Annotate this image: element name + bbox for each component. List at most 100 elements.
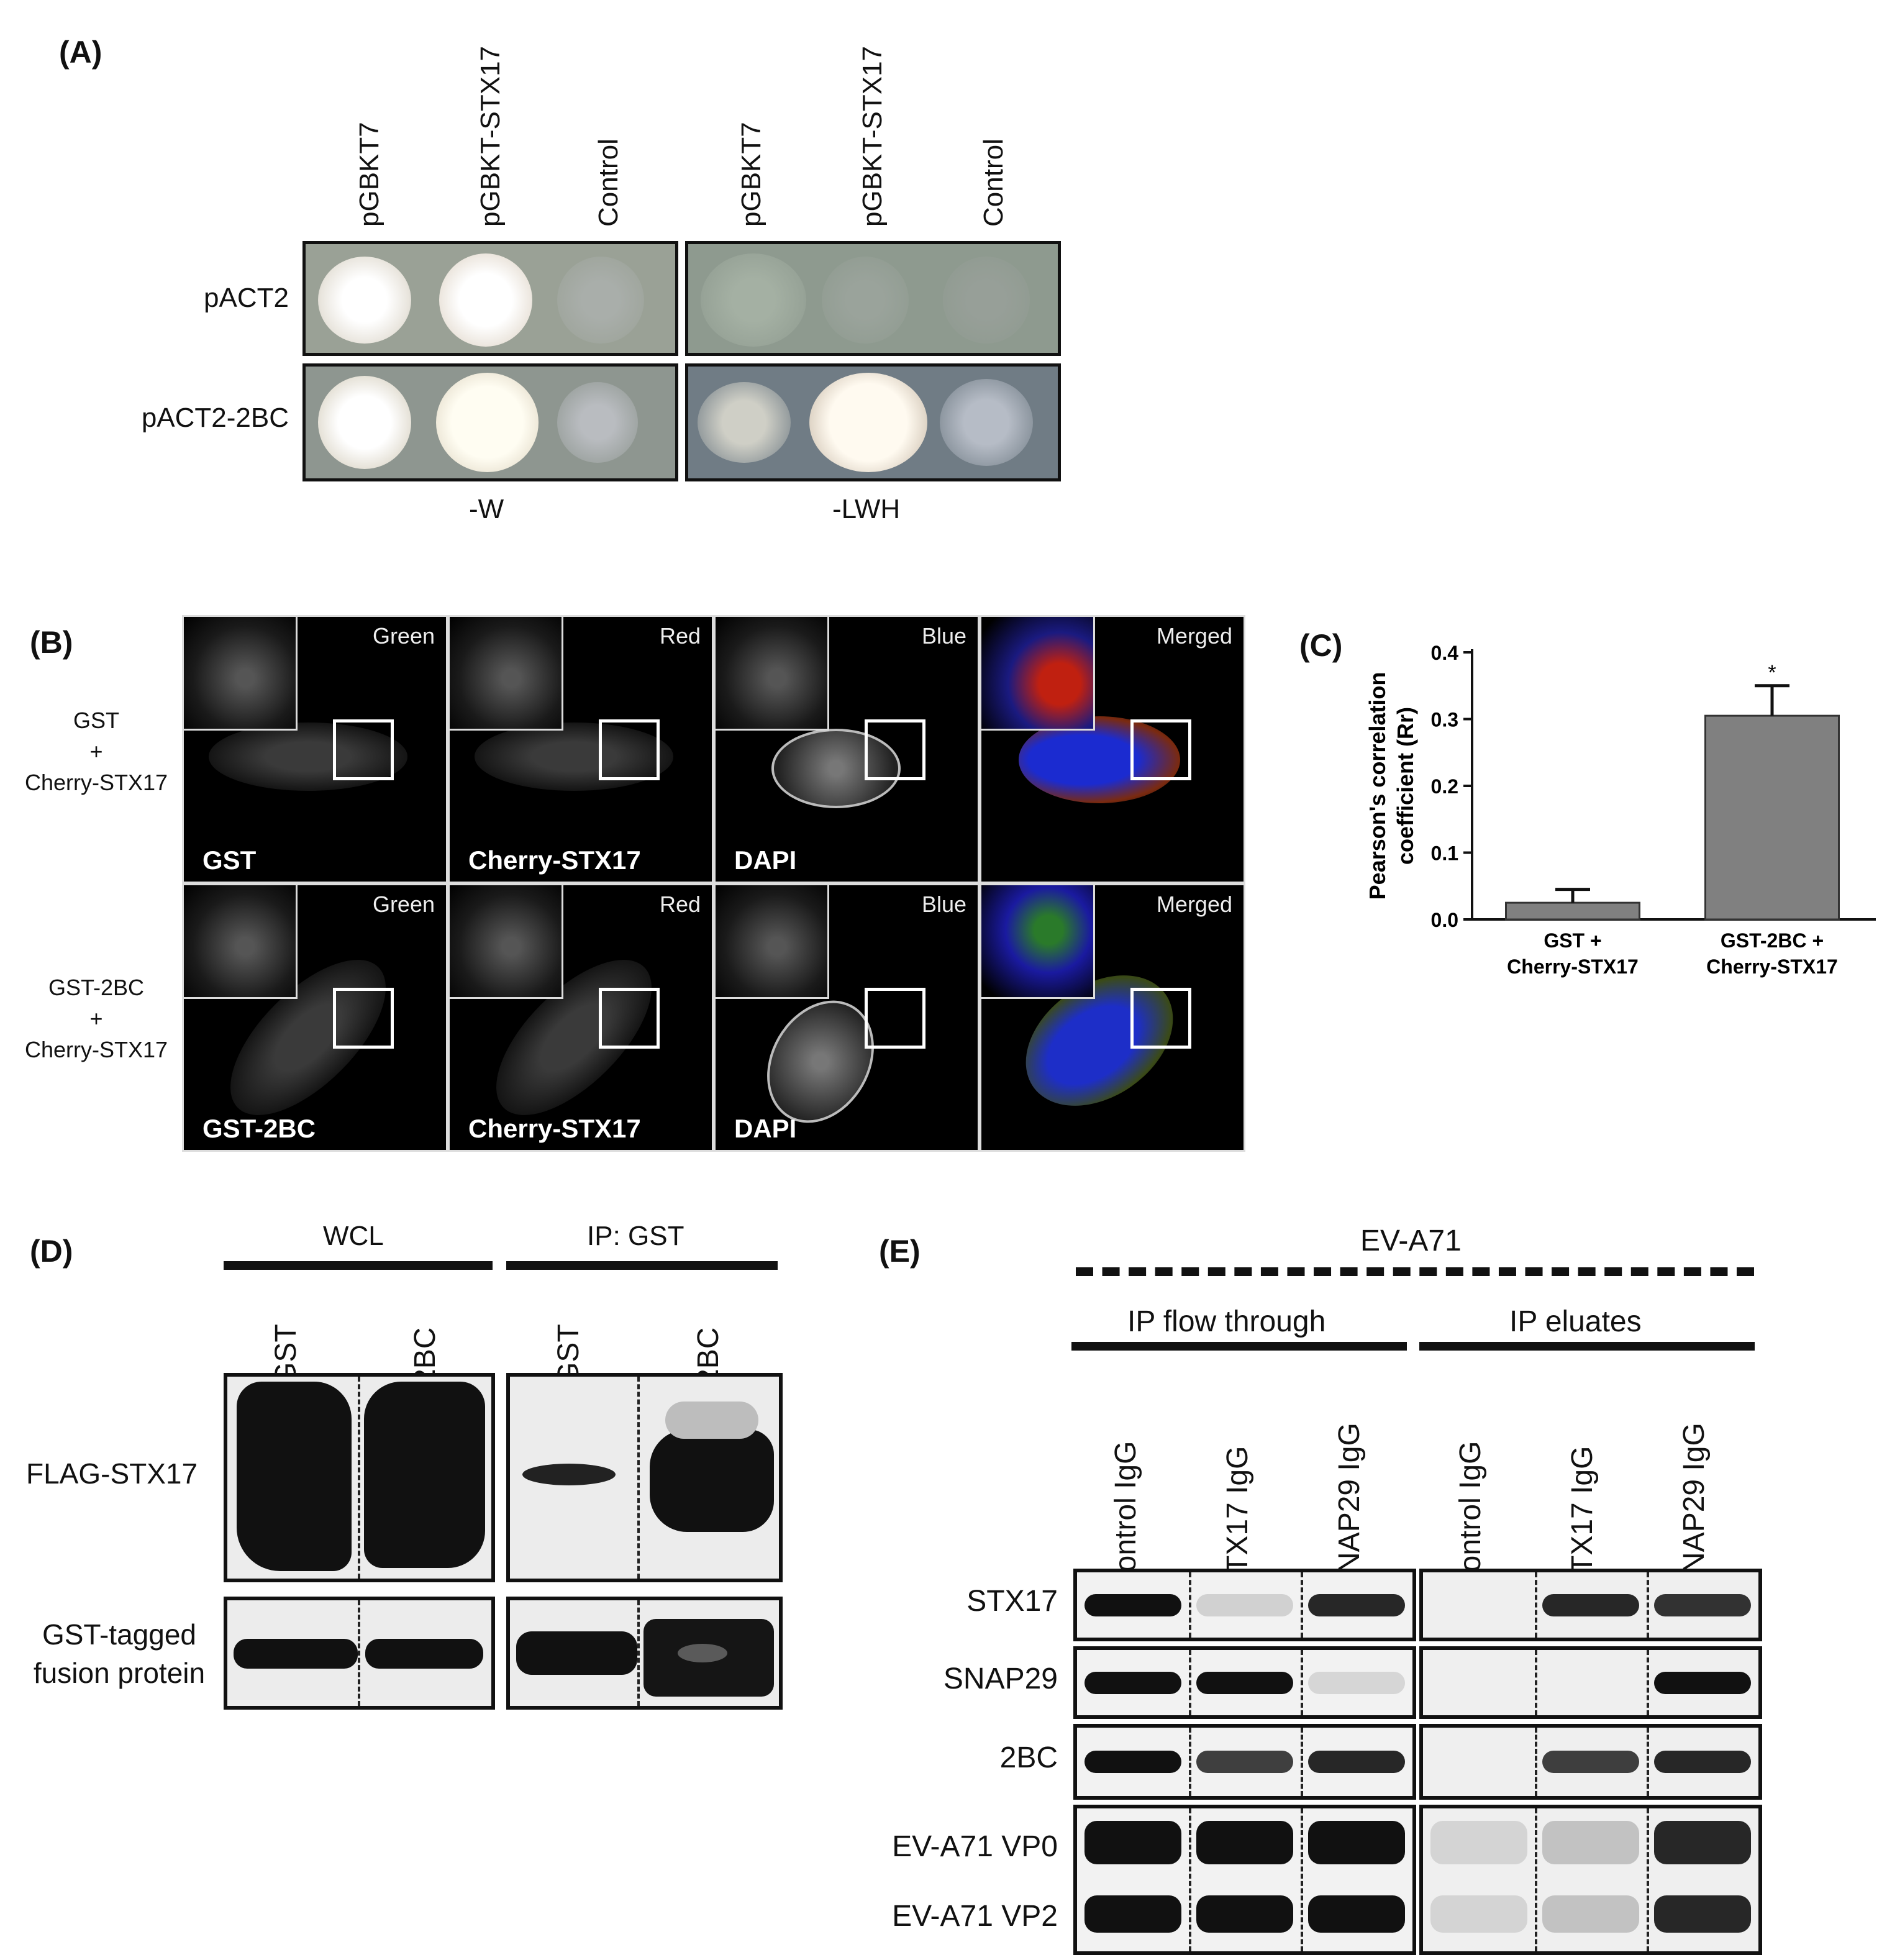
virus-dashed-bar: [1076, 1267, 1754, 1276]
blot-row-label: EV-A71 VP2: [892, 1900, 1058, 1933]
region-of-interest-box: [333, 719, 394, 780]
blot-row-label: EV-A71 VP0: [892, 1830, 1058, 1863]
column-label: pGBKT-STX17: [475, 45, 506, 227]
lane-divider: [1301, 1650, 1303, 1715]
lane-divider: [1647, 1728, 1649, 1796]
blot-ip-flag: [506, 1373, 783, 1582]
y-tick-label: 0.0: [1431, 909, 1458, 931]
protein-band: [1084, 1751, 1181, 1773]
group-label: IP: GST: [587, 1221, 684, 1251]
blot-e-flow-row2: [1073, 1646, 1416, 1719]
protein-band: [1430, 1895, 1527, 1933]
channel-label: Green: [372, 891, 435, 917]
lane-label: SNAP29 IgG: [1333, 1423, 1366, 1593]
protein-band: [1084, 1895, 1181, 1933]
region-of-interest-box: [1130, 988, 1191, 1049]
blot-row-line: GST-tagged: [42, 1618, 197, 1651]
zoom-inset: [716, 617, 829, 731]
protein-band: [1084, 1821, 1181, 1864]
blot-e-flow-row4: [1073, 1805, 1416, 1955]
region-of-interest-box: [333, 988, 394, 1049]
protein-band: [1196, 1895, 1293, 1933]
y-tick-label: 0.2: [1431, 775, 1458, 798]
group-label: WCL: [323, 1221, 384, 1251]
plate-w-row2: [302, 363, 678, 481]
condition-line: GST-2BC: [48, 975, 145, 1000]
group-bar: [1071, 1342, 1407, 1351]
zoom-inset: [450, 885, 563, 999]
y-tick-label: 0.3: [1431, 709, 1458, 731]
group-bar: [506, 1261, 778, 1270]
bar: [1704, 714, 1840, 921]
stain-label: Cherry-STX17: [468, 846, 641, 875]
column-label: pGBKT7: [354, 122, 384, 227]
panel-c-label: (C): [1299, 628, 1343, 663]
blot-e-flow-row1: [1073, 1569, 1416, 1641]
protein-band: [1308, 1751, 1405, 1773]
row-condition-label: GST + Cherry-STX17: [19, 705, 174, 798]
channel-label: Merged: [1156, 891, 1232, 917]
blot-e-eluate-row1: [1419, 1569, 1762, 1641]
y-axis-label: Pearson's correlation: [1365, 672, 1390, 900]
group-label: IP eluates: [1509, 1305, 1642, 1338]
x-tick-label: GST-2BC +: [1721, 929, 1824, 952]
zoom-inset: [184, 617, 298, 731]
lane-divider: [1189, 1572, 1191, 1638]
blot-e-eluate-row3: [1419, 1724, 1762, 1800]
blot-row-label: STX17: [966, 1585, 1058, 1618]
protein-band: [1542, 1821, 1639, 1864]
blot-ip-gst: [506, 1597, 783, 1710]
region-of-interest-box: [1130, 719, 1191, 780]
media-label: -LWH: [832, 494, 901, 524]
cell-body: [771, 729, 901, 808]
lane-divider: [1535, 1728, 1537, 1796]
channel-label: Blue: [921, 623, 966, 649]
blot-e-flow-row3: [1073, 1724, 1416, 1800]
condition-line: Cherry-STX17: [24, 770, 168, 795]
channel-label: Red: [659, 891, 701, 917]
lane-divider: [1535, 1650, 1537, 1715]
zoom-inset: [184, 885, 298, 999]
protein-band: [1084, 1593, 1181, 1616]
protein-band: [1542, 1895, 1639, 1933]
lane-divider: [1647, 1650, 1649, 1715]
bar: [1505, 901, 1640, 921]
blot-row-label: FLAG-STX17: [26, 1457, 198, 1490]
column-label: pGBKT7: [736, 122, 766, 227]
zoom-inset: [450, 617, 563, 731]
row-label: pACT2-2BC: [141, 403, 289, 433]
y-axis-label: coefficient (Rr): [1393, 707, 1418, 865]
protein-band: [1308, 1671, 1405, 1694]
protein-band: [1084, 1671, 1181, 1694]
protein-band: [1654, 1593, 1751, 1616]
protein-band: [1654, 1671, 1751, 1694]
protein-band: [1196, 1751, 1293, 1773]
lane-divider: [1535, 1572, 1537, 1638]
condition-line: +: [89, 739, 103, 764]
blot-row-label: GST-tagged fusion protein: [26, 1615, 212, 1692]
plate-lwh-row1: [685, 241, 1061, 356]
plate-w-row1: [302, 241, 678, 356]
panel-e-label: (E): [879, 1234, 921, 1269]
micrograph-2-4: Merged: [980, 883, 1245, 1152]
stain-label: GST: [202, 846, 257, 875]
lane-divider: [1301, 1808, 1303, 1951]
blot-row-line: fusion protein: [33, 1657, 206, 1689]
lane-divider: [1189, 1650, 1191, 1715]
protein-band: [1430, 1821, 1527, 1864]
protein-band: [1542, 1751, 1639, 1773]
panel-d-label: (D): [30, 1234, 73, 1269]
lane-divider: [1189, 1808, 1191, 1951]
significance-marker: *: [1768, 661, 1776, 685]
micrograph-1-4: Merged: [980, 615, 1245, 883]
panel-a-label: (A): [59, 35, 102, 70]
blot-row-label: SNAP29: [943, 1662, 1058, 1695]
protein-band: [1308, 1895, 1405, 1933]
